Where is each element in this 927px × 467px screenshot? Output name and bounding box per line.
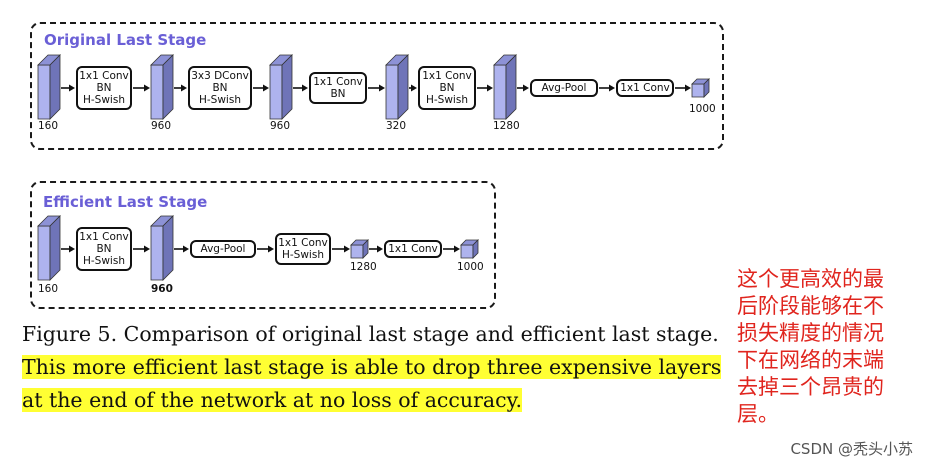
tensor-channel-label: 160: [38, 283, 59, 295]
op-box-line: BN: [96, 243, 112, 255]
annotation-line-6: 层。: [737, 402, 779, 426]
chinese-annotation: 这个更高效的最后阶段能够在不损失精度的情况下在网络的末端去掉三个昂贵的层。: [737, 266, 927, 428]
op-box-line: H-Swish: [83, 94, 125, 106]
op-box-line: 1x1 Conv: [388, 243, 438, 255]
tensor-channel-label: 1280: [493, 120, 520, 132]
tensor-channel-label: 1280: [350, 261, 377, 273]
op-box-line: 1x1 Conv: [278, 237, 328, 249]
op-box-line: H-Swish: [282, 249, 324, 261]
tensor-channel-label: 1000: [689, 103, 716, 115]
op-box-line: 1x1 Conv: [79, 231, 129, 243]
tensor-channel-label: 160: [38, 120, 59, 132]
figure-caption: Figure 5. Comparison of original last st…: [22, 318, 732, 417]
tensor-channel-label: 320: [386, 120, 407, 132]
op-box-avg-pool: Avg-Pool: [530, 79, 598, 97]
op-box-line: 3x3 DConv: [191, 70, 249, 82]
original-stage-panel: [30, 22, 724, 150]
caption-line-3-highlighted: at the end of the network at no loss of …: [22, 388, 522, 412]
original-stage-title: Original Last Stage: [44, 31, 207, 49]
op-box-1x1-conv: 1x1 Conv: [616, 79, 674, 97]
op-box-line: Avg-Pool: [200, 243, 246, 255]
efficient-stage-panel: [30, 181, 496, 309]
op-box-line: H-Swish: [83, 255, 125, 267]
op-box-line: 1x1 Conv: [79, 70, 129, 82]
annotation-line-3: 损失精度的情况: [737, 321, 884, 345]
annotation-line-4: 下在网络的末端: [737, 348, 884, 372]
annotation-line-5: 去掉三个昂贵的: [737, 375, 884, 399]
op-box-1x1-conv: 1x1 Conv: [384, 240, 442, 258]
annotation-line-2: 后阶段能够在不: [737, 294, 884, 318]
tensor-channel-label: 1000: [457, 261, 484, 273]
tensor-channel-label: 960: [270, 120, 291, 132]
op-box-line: 1x1 Conv: [313, 76, 363, 88]
op-box-line: H-Swish: [426, 94, 468, 106]
op-box-line: 1x1 Conv: [422, 70, 472, 82]
efficient-stage-title: Efficient Last Stage: [43, 193, 208, 211]
op-box-avg-pool: Avg-Pool: [190, 240, 256, 258]
op-box-line: BN: [96, 82, 112, 94]
tensor-channel-label: 960: [151, 283, 173, 295]
caption-line-1: Figure 5. Comparison of original last st…: [22, 322, 719, 346]
op-box-line: BN: [212, 82, 228, 94]
op-box-line: Avg-Pool: [541, 82, 587, 94]
op-box-line: 1x1 Conv: [620, 82, 670, 94]
op-box-line: BN: [439, 82, 455, 94]
caption-line-2-highlighted: This more efficient last stage is able t…: [22, 355, 722, 379]
tensor-channel-label: 960: [151, 120, 172, 132]
op-box-line: BN: [330, 88, 346, 100]
op-box-line: H-Swish: [199, 94, 241, 106]
csdn-watermark: CSDN @秃头小苏: [790, 440, 913, 458]
annotation-line-1: 这个更高效的最: [737, 267, 884, 291]
